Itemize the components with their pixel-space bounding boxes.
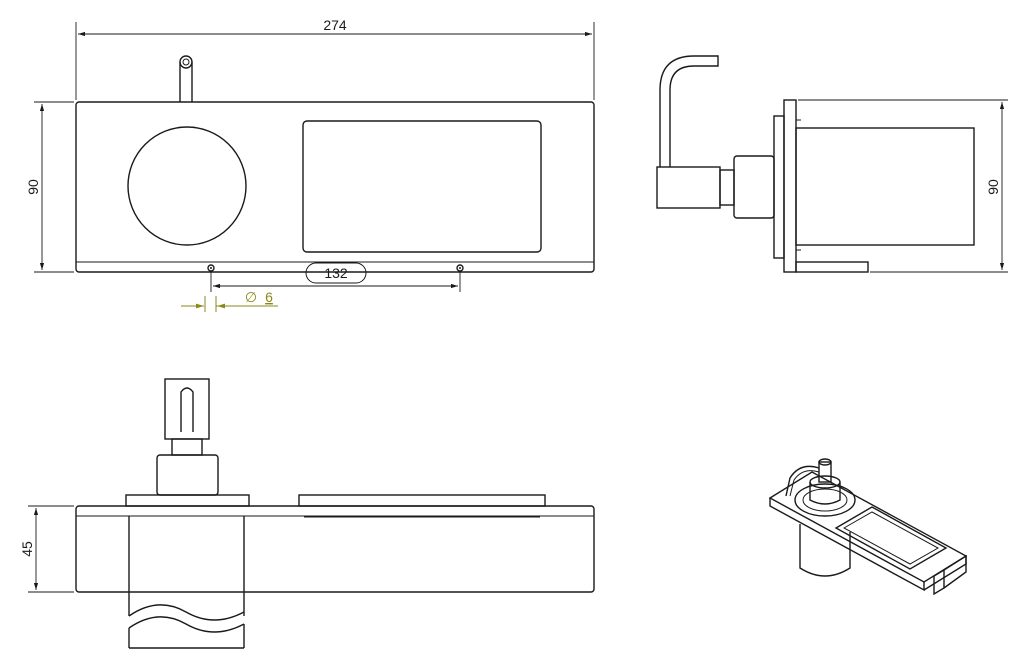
side-body [795, 127, 975, 246]
front-plate [75, 101, 595, 273]
dim-hole-spacing: 132 [210, 262, 461, 292]
iso-tray [834, 506, 948, 570]
side-wall-plate [783, 99, 797, 273]
dim-width-label: 274 [323, 17, 347, 33]
dim-height-side: 90 [798, 99, 1008, 273]
bottom-bottle-break-top [128, 604, 245, 621]
iso-spout [785, 465, 820, 497]
iso-dispenser-ring [794, 483, 856, 517]
mounting-hole-left [207, 264, 215, 272]
spout-pin [179, 55, 193, 102]
dim-height-bottom: 45 [19, 505, 74, 593]
side-pump-head [656, 166, 721, 209]
dispenser-circle [127, 126, 247, 246]
dim-height-front-label: 90 [25, 179, 41, 195]
bottom-tray-rim [298, 494, 546, 507]
iso-pump-body [809, 482, 841, 505]
dim-height-side-label: 90 [985, 179, 1001, 195]
dim-height-bottom-label: 45 [19, 541, 35, 557]
dim-hole-diameter-symbol: ∅ [245, 289, 257, 305]
dim-hole-diameter-label: 6 [265, 289, 273, 305]
dim-hole-spacing-label: 132 [324, 265, 348, 281]
tray-window [302, 120, 542, 253]
isometric-view [768, 458, 968, 596]
front-view [75, 55, 595, 273]
dim-height-front: 90 [25, 101, 74, 273]
bottom-plate [75, 505, 595, 593]
iso-front-lip [933, 568, 945, 596]
side-collar-small [719, 169, 735, 206]
bottom-bottle-break-bottom [128, 616, 245, 633]
mounting-hole-right [456, 264, 464, 272]
side-collar [733, 155, 775, 219]
bottom-view [75, 378, 595, 649]
side-ledge [795, 261, 869, 273]
side-spout [659, 55, 719, 167]
bottom-pump-slot [180, 387, 194, 432]
bottom-pump-collar [156, 454, 219, 496]
dim-hole-diameter: ∅ 6 [181, 289, 278, 312]
bottom-dispenser-flange [125, 494, 250, 507]
side-plate [773, 115, 785, 259]
side-view [656, 55, 975, 273]
iso-bottle [799, 524, 851, 577]
dim-width-top: 274 [75, 17, 595, 100]
